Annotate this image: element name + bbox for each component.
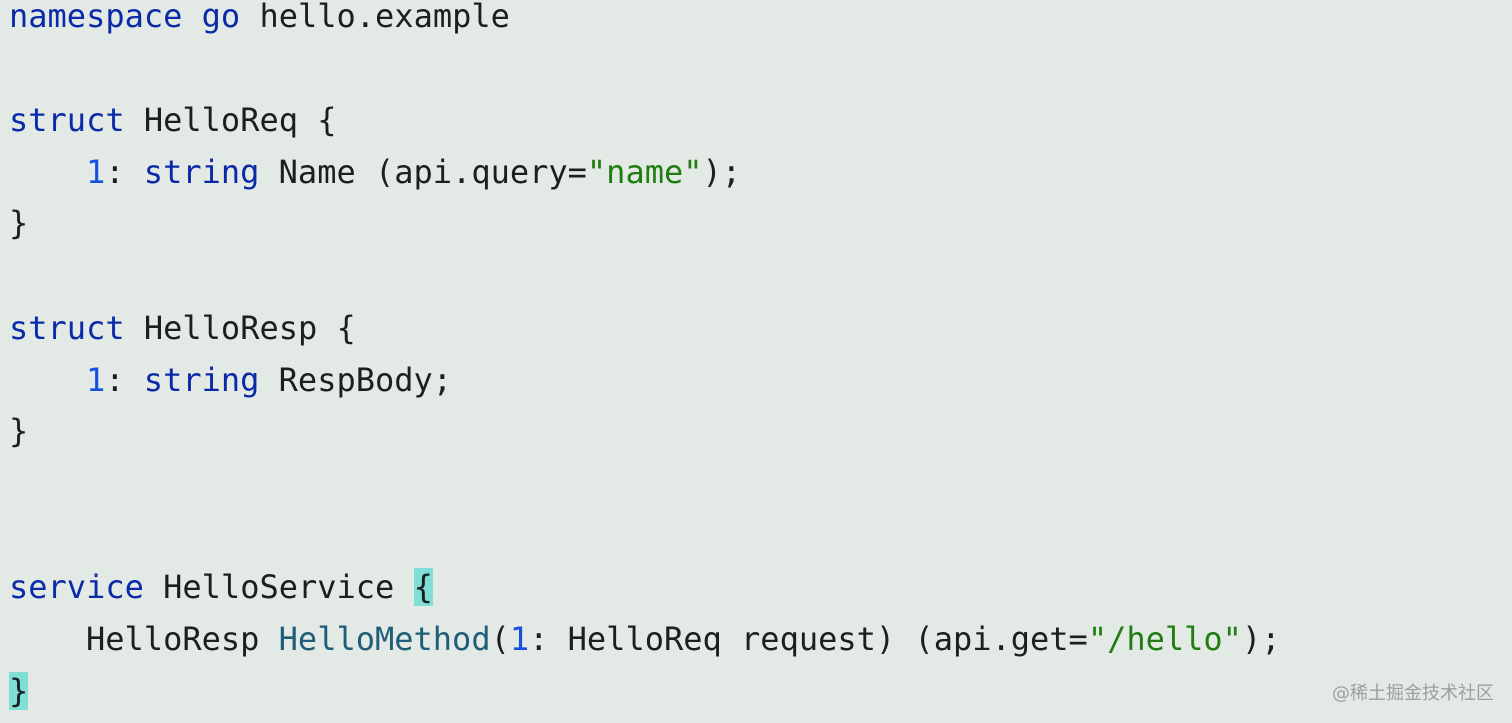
- code-line-5: }: [9, 203, 28, 243]
- name-field: Name (api.query=: [259, 153, 587, 191]
- struct-hello-resp: HelloResp {: [124, 309, 356, 347]
- string-keyword: string: [143, 153, 260, 191]
- service-keyword: service: [9, 568, 144, 606]
- resp-body-field: RespBody;: [259, 361, 453, 399]
- method-args: : HelloReq request) (api.get=: [529, 620, 1088, 658]
- struct-keyword: struct: [9, 309, 125, 347]
- code-line-8: 1: string RespBody;: [9, 360, 452, 400]
- code-line-13: HelloResp HelloMethod(1: HelloReq reques…: [9, 619, 1280, 659]
- namespace-name: hello.example: [240, 0, 510, 35]
- go-keyword: go: [201, 0, 241, 35]
- field-number: 1: [86, 361, 106, 399]
- code-line-1: namespace go hello.example: [9, 0, 510, 36]
- close-paren-semicolon: );: [1241, 620, 1281, 658]
- code-line-9: }: [9, 411, 28, 451]
- matched-close-brace: }: [9, 672, 29, 710]
- close-brace: }: [9, 204, 29, 242]
- code-line-14: }: [9, 671, 29, 711]
- close-paren-semicolon: );: [702, 153, 742, 191]
- watermark: @稀土掘金技术社区: [1332, 683, 1494, 704]
- struct-hello-req: HelloReq {: [124, 101, 337, 139]
- struct-keyword: struct: [9, 101, 125, 139]
- service-name: HelloService: [143, 568, 414, 606]
- open-paren: (: [490, 620, 510, 658]
- matched-open-brace: {: [413, 568, 433, 606]
- arg-number: 1: [509, 620, 530, 658]
- code-line-12: service HelloService {: [9, 567, 433, 607]
- field-number: 1: [86, 153, 106, 191]
- code-line-4: 1: string Name (api.query="name");: [9, 152, 741, 192]
- name-string: "name": [586, 153, 703, 191]
- resp-type: HelloResp: [86, 620, 279, 658]
- code-line-7: struct HelloResp {: [9, 308, 356, 348]
- code-line-3: struct HelloReq {: [9, 100, 337, 140]
- method-name: HelloMethod: [278, 620, 491, 658]
- hello-path-string: "/hello": [1087, 620, 1242, 658]
- field-colon: :: [105, 361, 125, 399]
- namespace-keyword: namespace: [9, 0, 183, 35]
- close-brace: }: [9, 412, 29, 450]
- string-keyword: string: [143, 361, 260, 399]
- field-colon: :: [105, 153, 125, 191]
